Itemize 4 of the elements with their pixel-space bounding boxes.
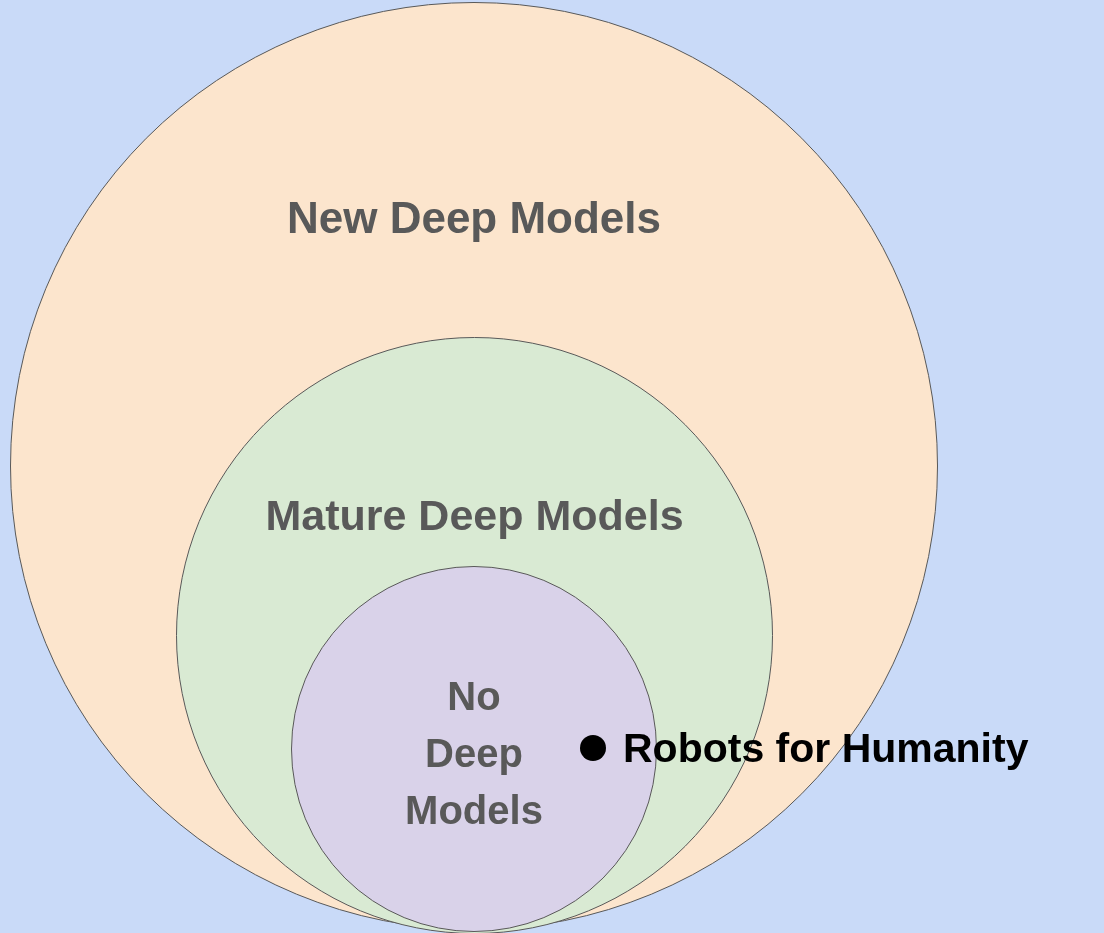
set-label: New Deep Models bbox=[285, 192, 663, 244]
point-label: Robots for Humanity bbox=[623, 724, 1029, 773]
set-label: Mature Deep Models bbox=[264, 490, 685, 541]
set-label: No Deep Models bbox=[404, 673, 544, 834]
